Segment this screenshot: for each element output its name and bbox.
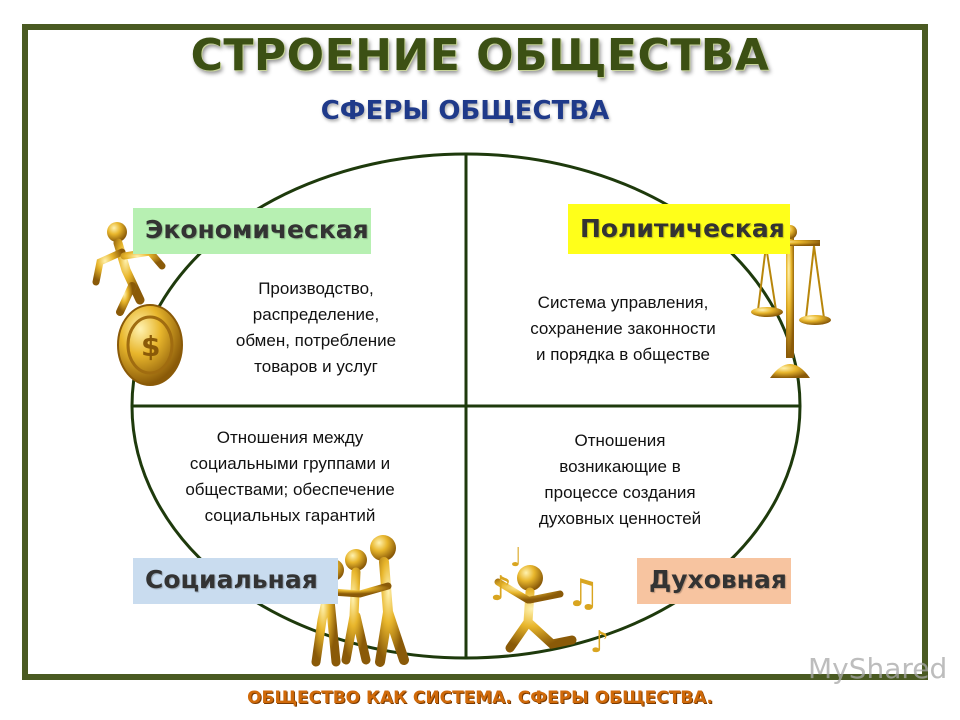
- footer-caption: ОБЩЕСТВО КАК СИСТЕМА. СФЕРЫ ОБЩЕСТВА.: [247, 688, 713, 708]
- desc-line: и порядка в обществе: [535, 345, 711, 364]
- desc-line: обмен, потребление: [235, 331, 397, 350]
- music-dancer-icon: ♪ ♫ ♪ ♩: [490, 543, 609, 660]
- slide-title: СТРОЕНИЕ ОБЩЕСТВА: [190, 30, 770, 81]
- desc-line: духовных ценностей: [538, 509, 702, 528]
- desc-line: сохранение законности: [530, 319, 716, 338]
- desc-line: распределение,: [252, 305, 380, 324]
- svg-text:♫: ♫: [566, 571, 600, 615]
- desc-line: обществами; обеспечение: [185, 480, 395, 499]
- label-social: Социальная: [133, 558, 338, 604]
- desc-line: возникающие в: [559, 457, 681, 476]
- desc-line: процессе создания: [544, 483, 696, 502]
- label-political: Политическая: [568, 204, 790, 254]
- desc-line: товаров и услуг: [254, 357, 378, 376]
- desc-line: Отношения: [574, 431, 666, 450]
- label-economic: Экономическая: [133, 208, 371, 254]
- desc-line: социальных гарантий: [204, 506, 376, 525]
- desc-line: Отношения между: [216, 428, 364, 447]
- desc-line: социальными группами и: [189, 454, 391, 473]
- scales-icon: [751, 225, 831, 378]
- desc-political: Система управления, сохранение законност…: [478, 290, 768, 368]
- slide-subtitle: СФЕРЫ ОБЩЕСТВА: [320, 96, 610, 126]
- desc-line: Система управления,: [537, 293, 709, 312]
- label-spiritual: Духовная: [637, 558, 791, 604]
- svg-text:♪: ♪: [490, 569, 512, 609]
- desc-economic: Производство, распределение, обмен, потр…: [196, 276, 436, 380]
- desc-line: Производство,: [258, 279, 374, 298]
- desc-social: Отношения между социальными группами и о…: [140, 425, 440, 529]
- svg-text:♪: ♪: [590, 625, 609, 660]
- svg-text:♩: ♩: [510, 543, 522, 573]
- svg-text:$: $: [141, 330, 160, 363]
- watermark: MyShared: [808, 652, 948, 685]
- desc-spiritual: Отношения возникающие в процессе создани…: [478, 428, 762, 532]
- coin-runner-icon: $: [92, 222, 183, 386]
